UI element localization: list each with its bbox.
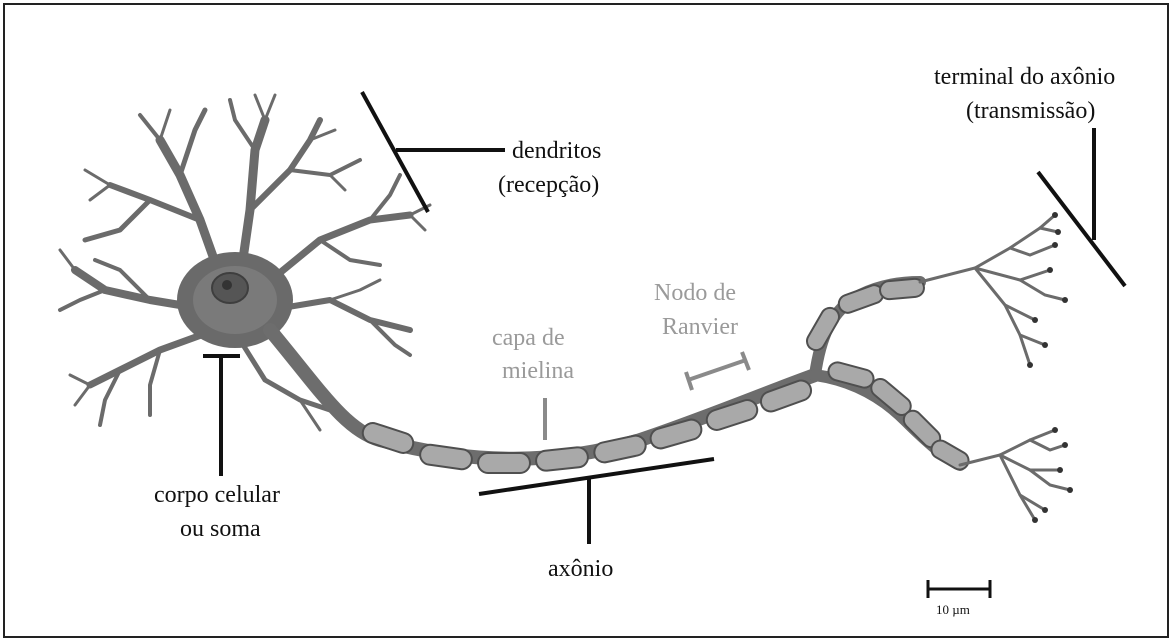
axon-label: axônio <box>548 556 613 582</box>
myelin-label: capa de <box>492 325 565 351</box>
dendrites-sublabel: (recepção) <box>498 172 599 198</box>
soma-label: corpo celular <box>154 482 280 508</box>
terminal-sublabel: (transmissão) <box>966 98 1095 124</box>
terminal-label: terminal do axônio <box>934 64 1115 90</box>
ranvier-label: Nodo de <box>654 280 736 306</box>
myelin-sublabel: mielina <box>502 358 574 384</box>
scale-label: 10 µm <box>936 602 970 617</box>
soma-sublabel: ou soma <box>180 516 261 542</box>
ranvier-sublabel: Ranvier <box>662 314 738 340</box>
dendrites-label: dendritos <box>512 138 601 164</box>
